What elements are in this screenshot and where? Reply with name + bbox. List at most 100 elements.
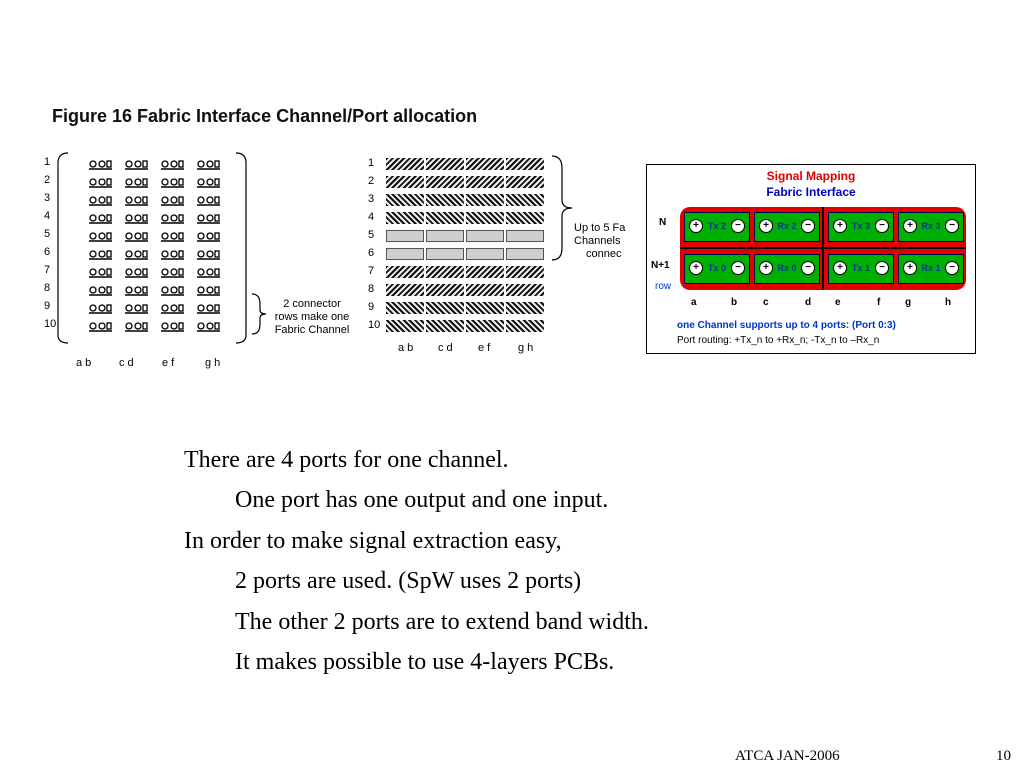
backplane-bar (466, 158, 504, 170)
mid-row-number: 9 (368, 301, 375, 313)
connector-pin-pair (160, 247, 186, 260)
port-block: +Rx 1− (898, 254, 964, 284)
backplane-bar (506, 158, 544, 170)
connector-pin-pair (196, 157, 222, 170)
row-number: 4 (44, 210, 51, 222)
connector-pin-pair (124, 283, 150, 296)
backplane-bar (426, 194, 464, 206)
connector-pin-pair (88, 265, 114, 278)
port-label: Rx 2 (777, 221, 797, 231)
minus-icon: − (801, 261, 815, 275)
plus-icon: + (833, 261, 847, 275)
connector-pin-pair (124, 193, 150, 206)
connector-pin-pair (88, 283, 114, 296)
connector-pin-pair (88, 193, 114, 206)
backplane-bar (426, 176, 464, 188)
connector-pin-pair (160, 211, 186, 224)
backplane-bar (466, 212, 504, 224)
signal-column-letter: h (945, 297, 952, 308)
backplane-bar (466, 194, 504, 206)
minus-icon: − (875, 219, 889, 233)
connector-pin-pair (196, 283, 222, 296)
connector-pin-pair (88, 157, 114, 170)
mid-row-number: 2 (368, 175, 375, 187)
connector-pin-pair (124, 211, 150, 224)
connector-pin-pair (124, 157, 150, 170)
connector-pin-pair (124, 265, 150, 278)
up-to-note-line2: Channels (574, 235, 621, 247)
signal-column-letter: g (905, 297, 912, 308)
backplane-bar (426, 248, 464, 260)
connector-pin-pair (196, 211, 222, 224)
row-number: 3 (44, 192, 51, 204)
connector-note: 2 connector rows make one Fabric Channel (262, 298, 362, 337)
row-number: 7 (44, 264, 51, 276)
mid-row-number: 6 (368, 247, 375, 259)
mid-row-number: 1 (368, 157, 375, 169)
connector-pin-pair (160, 283, 186, 296)
body-line-2: One port has one output and one input. (235, 487, 609, 513)
backplane-bar (386, 302, 424, 314)
signal-column-letter: b (731, 297, 738, 308)
mid-row-number: 4 (368, 211, 375, 223)
backplane-bar (506, 194, 544, 206)
connector-pin-pair (196, 193, 222, 206)
signal-column-letter: a (691, 297, 697, 308)
left-column-label: e f (162, 357, 175, 369)
body-line-4: 2 ports are used. (SpW uses 2 ports) (235, 568, 582, 594)
backplane-bar (506, 176, 544, 188)
backplane-bar (466, 176, 504, 188)
backplane-bar (386, 320, 424, 332)
footer-title: ATCA JAN-2006 (735, 748, 840, 764)
port-label: Tx 0 (707, 263, 726, 273)
backplane-bar (466, 320, 504, 332)
backplane-bar (386, 158, 424, 170)
port-label: Tx 1 (851, 263, 870, 273)
port-block: +Rx 3− (898, 212, 964, 242)
backplane-bar (506, 302, 544, 314)
backplane-bar (506, 320, 544, 332)
panel-divider-h (680, 247, 966, 249)
backplane-bar (386, 194, 424, 206)
connector-pin-pair (88, 175, 114, 188)
backplane-bar (466, 248, 504, 260)
signal-mapping-title: Signal Mapping (766, 169, 856, 183)
connector-pin-pair (160, 229, 186, 242)
connector-note-line2: rows make one (274, 311, 350, 323)
plus-icon: + (689, 261, 703, 275)
mid-row-number: 7 (368, 265, 375, 277)
backplane-bar (386, 284, 424, 296)
backplane-bar (466, 284, 504, 296)
mid-column-label: c d (438, 342, 453, 354)
body-line-6: It makes possible to use 4-layers PCBs. (235, 649, 615, 675)
row-number: 8 (44, 282, 51, 294)
mid-column-label: e f (478, 342, 491, 354)
connector-pin-pair (160, 157, 186, 170)
plus-icon: + (903, 219, 917, 233)
mid-row-number: 5 (368, 229, 375, 241)
body-line-5: The other 2 ports are to extend band wid… (235, 609, 649, 635)
backplane-bar (426, 158, 464, 170)
port-block: +Tx 0− (684, 254, 750, 284)
plus-icon: + (833, 219, 847, 233)
minus-icon: − (875, 261, 889, 275)
port-routing-note: Port routing: +Tx_n to +Rx_n; -Tx_n to –… (677, 335, 880, 346)
connector-pin-pair (160, 301, 186, 314)
channel-ports-note: one Channel supports up to 4 ports: (Por… (677, 320, 896, 331)
signal-column-letter: d (805, 297, 812, 308)
up-to-note-line3: connec (586, 248, 622, 260)
connector-pin-pair (160, 193, 186, 206)
row-number: 2 (44, 174, 51, 186)
port-label: Tx 3 (851, 221, 870, 231)
backplane-bar (426, 302, 464, 314)
backplane-bar (386, 230, 424, 242)
backplane-bar (426, 230, 464, 242)
mid-row-number: 10 (368, 319, 381, 331)
minus-icon: − (731, 219, 745, 233)
connector-pin-pair (88, 247, 114, 260)
connector-brace (251, 293, 267, 335)
mid-column-label: g h (518, 342, 534, 354)
row-n1-label: N+1 (651, 260, 670, 271)
